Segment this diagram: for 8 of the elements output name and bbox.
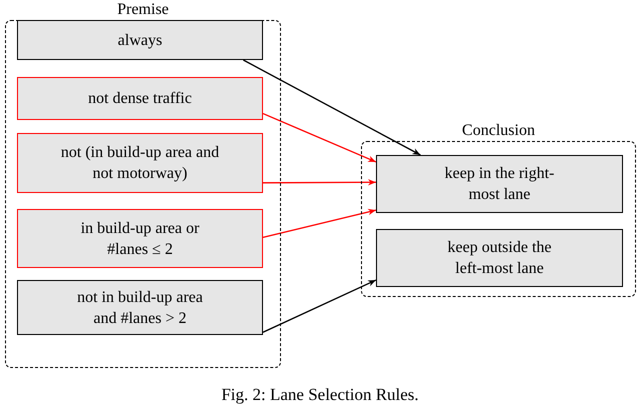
figure-caption: Fig. 2: Lane Selection Rules. (220, 385, 420, 405)
arrow (263, 179, 376, 186)
arrow (262, 208, 376, 238)
group-heading: Premise (116, 0, 170, 20)
arrow (243, 59, 421, 156)
arrow (262, 112, 376, 163)
group-heading: Conclusion (461, 121, 536, 141)
arrow (262, 279, 376, 333)
